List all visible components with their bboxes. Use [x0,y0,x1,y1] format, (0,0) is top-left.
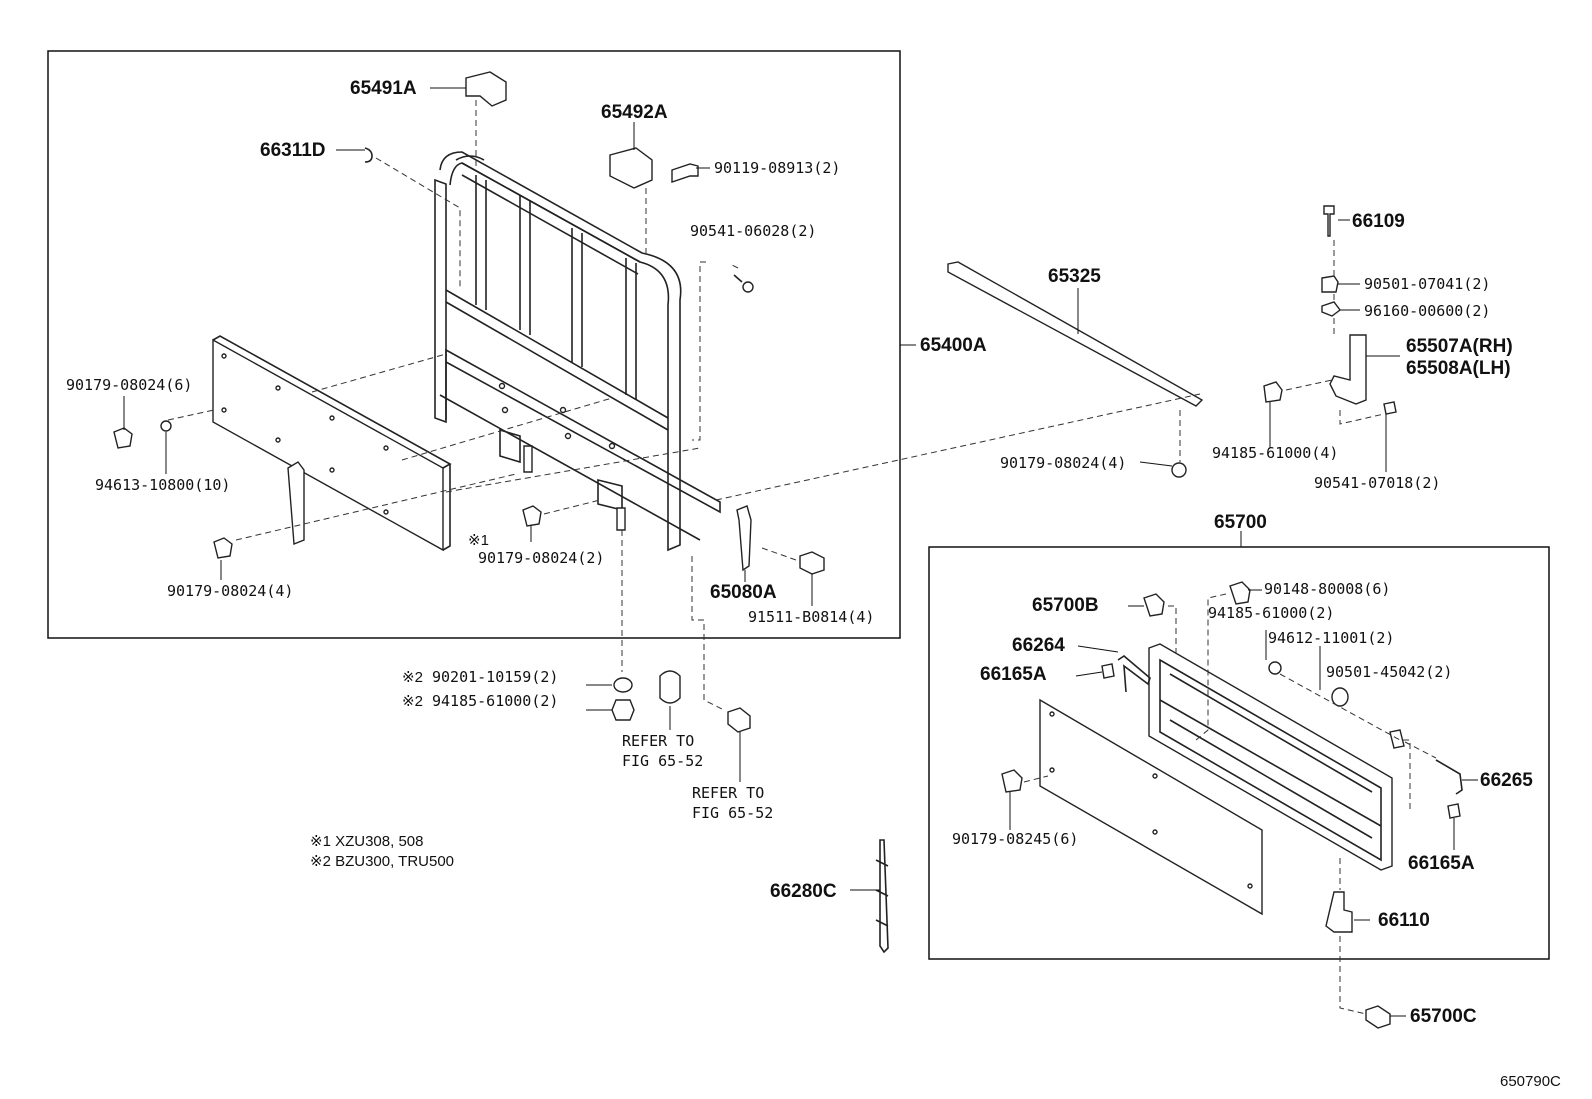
strip-65325-drawing [947,261,1204,407]
figure-id: 650790C [1500,1073,1561,1090]
label-65492A: 65492A [601,102,668,123]
label-90179-08245: 90179-08245(6) [952,830,1078,848]
rack-frame-drawing [434,151,721,552]
block-65492A-drawing [609,147,653,189]
mark-2b: ※2 [402,693,423,710]
refer-2-line1: REFER TO [692,784,764,802]
label-90179-08024-6: 90179-08024(6) [66,376,192,394]
label-65400A: 65400A [920,335,987,356]
group-box-65700 [928,546,1550,960]
cushion-drawing [659,670,681,704]
hook-65080A-drawing [736,505,752,572]
bolt-91511-drawing [799,551,825,575]
label-90201-10159: 90201-10159(2) [432,668,558,686]
label-90179-08024-4b: 90179-08024(4) [1000,454,1126,472]
label-90501-07041: 90501-07041(2) [1364,275,1490,293]
label-66311D: 66311D [260,140,326,161]
label-65507A-RH: 65507A(RH) [1406,336,1513,357]
label-66165A-b: 66165A [1408,853,1475,874]
label-65325: 65325 [1048,266,1101,287]
label-94613-10800: 94613-10800(10) [95,476,230,494]
label-91511-B0814: 91511-B0814(4) [748,608,874,626]
label-94185-61000-2b: 94185-61000(2) [1208,604,1334,622]
group-box-65400A [47,50,901,639]
label-66109: 66109 [1352,211,1405,232]
label-65491A: 65491A [350,78,417,99]
label-94612-11001: 94612-11001(2) [1268,629,1394,647]
tailgate-drawing [1039,643,1393,916]
label-94185-61000-2a: 94185-61000(2) [432,692,558,710]
label-90501-45042: 90501-45042(2) [1326,663,1452,681]
handle-66264-drawing [1117,655,1151,693]
bolt-refer-drawing [727,707,751,733]
bracket-65491A-drawing [465,71,507,107]
label-65700C: 65700C [1410,1006,1477,1027]
stake-pocket-drawing [1329,334,1367,405]
refer-2-line2: FIG 65-52 [692,804,773,822]
refer-1-line2: FIG 65-52 [622,752,703,770]
bolt-90119-drawing [671,163,699,183]
handle-66265-drawing [1435,759,1463,795]
label-66264: 66264 [1012,635,1065,656]
label-90148-80008: 90148-80008(6) [1264,580,1390,598]
label-65700B: 65700B [1032,595,1099,616]
label-90179-08024-4a: 90179-08024(4) [167,582,293,600]
label-90541-07018: 90541-07018(2) [1314,474,1440,492]
label-90179-08024-2: 90179-08024(2) [478,549,604,567]
refer-1-line1: REFER TO [622,732,694,750]
label-90541-06028: 90541-06028(2) [690,222,816,240]
label-96160-00600: 96160-00600(2) [1364,302,1490,320]
label-66165A-a: 66165A [980,664,1047,685]
note-1: ※1 XZU308, 508 [310,833,423,850]
side-board-drawing [212,335,452,552]
mark-2a: ※2 [402,669,423,686]
label-66110: 66110 [1378,910,1430,931]
rod-66280C-drawing [875,839,889,954]
mark-1: ※1 [468,532,489,549]
label-94185-61000-4: 94185-61000(4) [1212,444,1338,462]
label-65080A: 65080A [710,582,777,603]
label-90119-08913: 90119-08913(2) [714,159,840,177]
bolt-66109-drawing [1323,205,1335,237]
label-65508A-LH: 65508A(LH) [1406,358,1511,379]
label-66265: 66265 [1480,770,1533,791]
label-66280C: 66280C [770,881,837,902]
label-65700: 65700 [1214,512,1267,533]
hinge-66110-drawing [1325,891,1353,933]
note-2: ※2 BZU300, TRU500 [310,853,454,870]
